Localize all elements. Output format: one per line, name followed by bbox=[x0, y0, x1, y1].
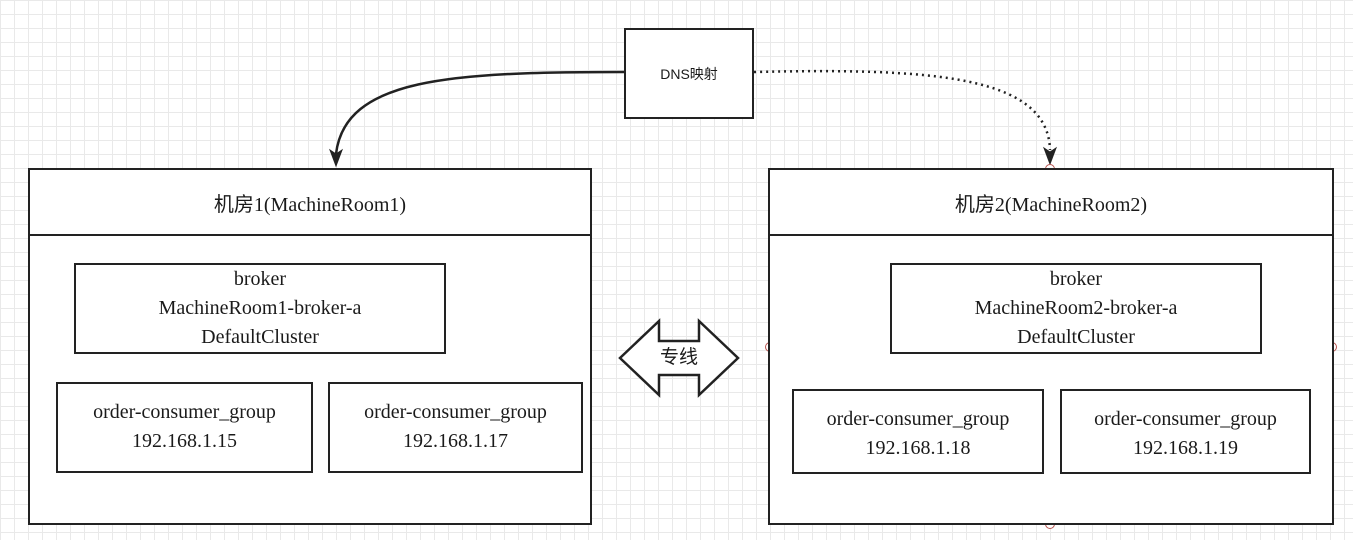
consumer-group-label: order-consumer_group bbox=[364, 401, 547, 423]
consumer-node[interactable]: order-consumer_group 192.168.1.18 bbox=[792, 389, 1044, 474]
broker-type-label: broker bbox=[1049, 268, 1103, 290]
consumer-group-label: order-consumer_group bbox=[93, 401, 276, 423]
dns-mapping-node[interactable]: DNS映射 bbox=[624, 28, 754, 119]
machine-room-2-title: 机房2(MachineRoom2) bbox=[770, 170, 1332, 236]
consumer-node[interactable]: order-consumer_group 192.168.1.17 bbox=[328, 382, 583, 473]
consumer-group-label: order-consumer_group bbox=[1094, 408, 1277, 430]
consumer-ip-label: 192.168.1.18 bbox=[865, 437, 971, 459]
broker-node[interactable]: broker MachineRoom2-broker-a DefaultClus… bbox=[890, 263, 1262, 354]
consumer-ip-label: 192.168.1.19 bbox=[1133, 437, 1238, 459]
consumer-node[interactable]: order-consumer_group 192.168.1.15 bbox=[56, 382, 313, 473]
consumer-ip-label: 192.168.1.17 bbox=[403, 430, 508, 452]
broker-cluster-label: DefaultCluster bbox=[1017, 326, 1135, 348]
dedicated-line-label: 专线 bbox=[659, 346, 698, 368]
consumer-node[interactable]: order-consumer_group 192.168.1.19 bbox=[1060, 389, 1311, 474]
machine-room-1[interactable]: 机房1(MachineRoom1) broker MachineRoom1-br… bbox=[28, 168, 592, 525]
machine-room-1-title: 机房1(MachineRoom1) bbox=[30, 170, 590, 236]
room2-arrowhead bbox=[1042, 146, 1058, 166]
broker-node[interactable]: broker MachineRoom1-broker-a DefaultClus… bbox=[74, 263, 446, 354]
broker-type-label: broker bbox=[233, 268, 287, 290]
dns-to-room2-connector bbox=[753, 69, 1052, 151]
dns-to-room1-connector bbox=[334, 70, 625, 155]
broker-name-label: MachineRoom2-broker-a bbox=[974, 297, 1178, 319]
broker-name-label: MachineRoom1-broker-a bbox=[158, 297, 362, 319]
machine-room-2[interactable]: 机房2(MachineRoom2) broker MachineRoom2-br… bbox=[768, 168, 1334, 525]
consumer-group-label: order-consumer_group bbox=[826, 408, 1010, 430]
consumer-ip-label: 192.168.1.15 bbox=[132, 430, 237, 452]
room1-arrowhead bbox=[328, 148, 344, 168]
dns-mapping-label: DNS映射 bbox=[660, 65, 718, 82]
broker-cluster-label: DefaultCluster bbox=[201, 326, 319, 348]
